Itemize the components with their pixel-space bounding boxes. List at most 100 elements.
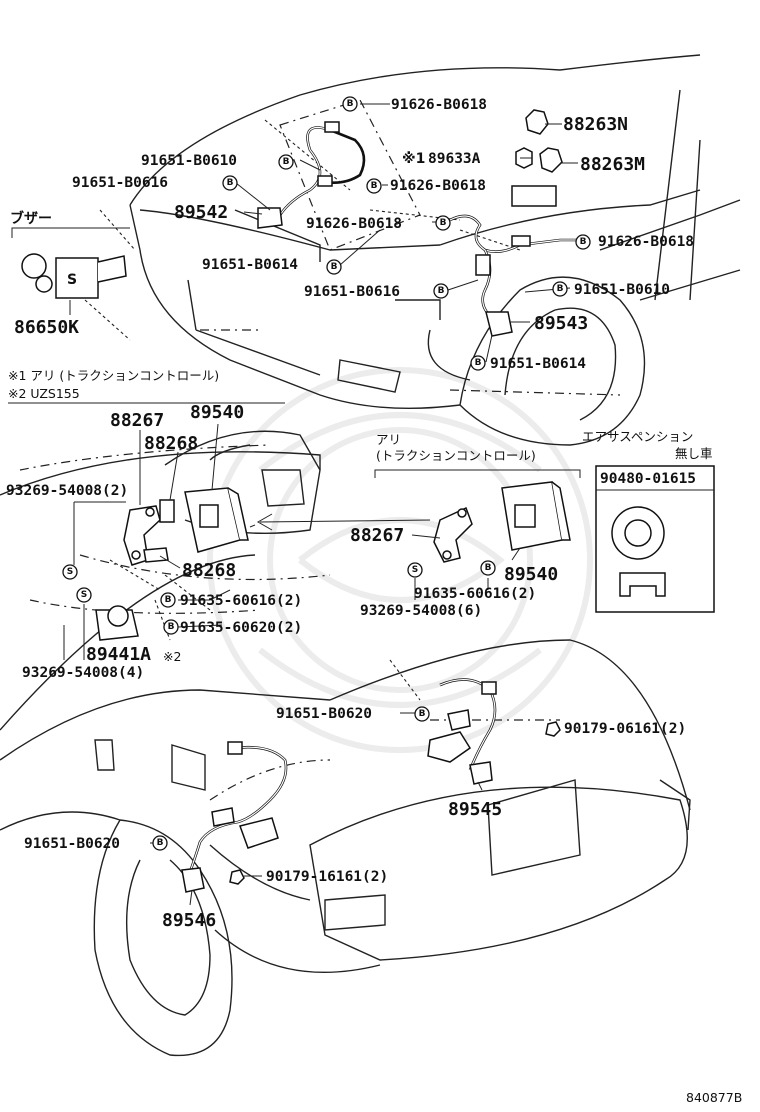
bolt-symbols: B B B B B B B B B B B B B B B [152,96,591,851]
label-89633A: 89633A [428,151,481,167]
label-91651-B0616: 91651-B0616 [72,175,168,191]
label-89542: 89542 [174,202,228,223]
label-93269-54008-4: 93269-54008(4) [22,665,144,681]
label-91651-B0620: 91651-B0620 [24,836,120,852]
bolt-symbol: B [278,154,294,170]
bolt-symbol: B [152,835,168,851]
label-93269-54008-2: 93269-54008(2) [6,483,128,499]
label-91626-B0618: 91626-B0618 [306,216,402,232]
label-89633A-mark: ※1 [402,151,425,167]
screw-symbols: S S S [62,562,423,603]
figure-id: 840877B [686,1090,742,1105]
svg-text:B: B [438,286,445,296]
air-suspension-inset [595,465,715,613]
label-89441A-mark: ※2 [163,649,181,664]
bolt-symbol: B [222,175,238,191]
svg-text:B: B [440,218,447,228]
svg-text:B: B [347,99,354,109]
speed-sensor-89542-assembly [257,121,366,229]
label-air-suspension: エアサスペンション [582,429,693,444]
label-91635-60616-2: 91635-60616(2) [414,586,536,602]
svg-text:B: B [557,284,564,294]
clip-88263M [511,147,563,207]
label-91651-B0614: 91651-B0614 [202,257,298,273]
bolt-symbol: B [433,283,449,299]
bolt-symbol: B [414,706,430,722]
label-93269-54008-6: 93269-54008(6) [360,603,482,619]
label-88268: 88268 [182,560,236,581]
rear-car-outline [0,599,691,1057]
speed-sensor-89543-assembly [449,214,580,337]
svg-text:B: B [371,181,378,191]
label-89543: 89543 [534,313,588,334]
svg-text:B: B [475,358,482,368]
nut-symbol [545,721,561,737]
label-88267: 88267 [110,410,164,431]
bracket-88267-left [123,505,161,566]
label-buzzer: ブザー [10,210,52,227]
label-tc-traction: (トラクションコントロール) [376,448,536,463]
svg-text:B: B [168,622,175,632]
label-90480-01615: 90480-01615 [600,471,696,487]
svg-text:S: S [412,565,418,575]
label-without-air-suspension: 無し車 [675,446,713,461]
front-car-outline [84,54,741,446]
label-tc-ari: アリ [376,432,401,447]
screw-symbol: S [62,564,78,580]
watermark-emblem [207,367,593,753]
buzzer-86650K: S [21,253,127,299]
bolt-symbol: B [326,259,342,275]
sensor-89441A [95,605,139,641]
label-89546: 89546 [162,910,216,931]
label-89441A: 89441A [86,644,151,665]
note-uzs155: ※2 UZS155 [8,386,80,401]
screw-symbol: S [76,587,92,603]
svg-text:B: B [165,595,172,605]
svg-text:B: B [227,178,234,188]
svg-text:B: B [331,262,338,272]
label-91651-B0614: 91651-B0614 [490,356,586,372]
label-91635-60620-2: 91635-60620(2) [180,620,302,636]
bolt-symbol: B [366,178,382,194]
label-91626-B0618: 91626-B0618 [391,97,487,113]
bolt-symbol: B [470,355,486,371]
label-91651-B0620: 91651-B0620 [276,706,372,722]
label-91626-B0618: 91626-B0618 [598,234,694,250]
leader-lines [11,103,590,906]
bracket-88268 [143,499,175,563]
label-91651-B0610: 91651-B0610 [141,153,237,169]
bolt-symbol: B [480,560,496,576]
label-88263N: 88263N [563,114,628,135]
label-91626-B0618: 91626-B0618 [390,178,486,194]
svg-text:B: B [283,157,290,167]
label-89540: 89540 [504,564,558,585]
svg-text:B: B [580,237,587,247]
tc-variant-frame [374,469,581,478]
label-91635-60616-2: 91635-60616(2) [180,593,302,609]
bolt-symbol: B [552,281,568,297]
part-labels: 91626-B0618 88263N ※1 89633A 88263M 9165… [6,97,742,1105]
bolt-symbol: B [163,619,179,635]
ecu-89540-installed [184,487,256,553]
middle-body-outline [0,430,331,731]
nut-symbol [229,869,245,885]
label-89545: 89545 [448,799,502,820]
bracket-88267-right [433,506,473,563]
speed-sensor-89545-assembly [427,678,497,785]
label-86650K: 86650K [14,317,79,338]
svg-text:B: B [157,838,164,848]
svg-text:S: S [81,590,87,600]
bolt-symbol: B [160,592,176,608]
label-91651-B0610: 91651-B0610 [574,282,670,298]
svg-text:B: B [485,563,492,573]
clip-88263N [525,109,549,135]
label-88267: 88267 [350,525,404,546]
bolt-symbol: B [342,96,358,112]
speed-sensor-89546-assembly [181,741,288,893]
label-90179-16161-2: 90179-16161(2) [266,869,388,885]
label-89540: 89540 [190,402,244,423]
ecu-89540-tc [501,481,571,551]
reference-arrow [256,513,431,531]
